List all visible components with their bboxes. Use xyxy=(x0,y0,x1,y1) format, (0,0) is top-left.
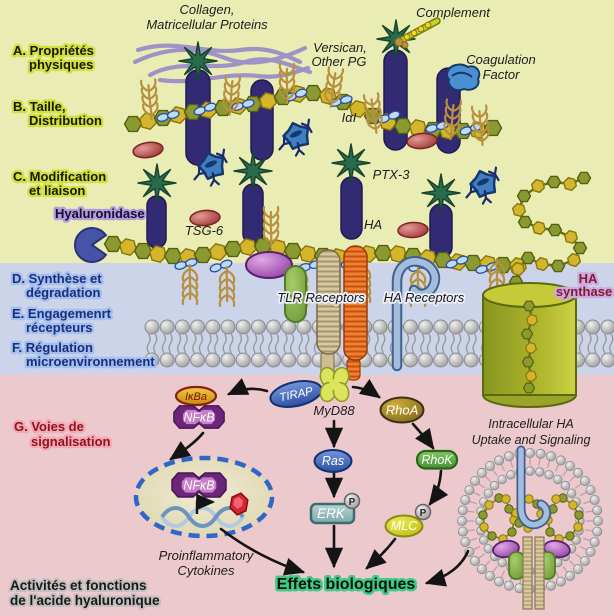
section-d-label: D. Synthèse et xyxy=(12,271,102,286)
coagulation-label2: Factor xyxy=(483,67,521,82)
ha-receptor-hook xyxy=(391,256,441,372)
rhok-box xyxy=(415,449,459,470)
hyaluronidase-enzyme xyxy=(73,227,108,263)
complement-protein xyxy=(394,17,441,49)
section-c-label: C. Modification xyxy=(13,169,106,184)
hyaluronidase-label: Hyaluronidase xyxy=(55,206,145,221)
tsg6-label: TSG-6 xyxy=(185,223,224,238)
rhok-label: RhoK xyxy=(421,453,453,467)
arrow-nfkb-to-nucleus xyxy=(169,431,205,461)
myd88-label: MyD88 xyxy=(313,403,355,418)
nfkb-label: NFκB xyxy=(183,411,214,425)
section-a-label: A. Propriétés xyxy=(13,43,94,58)
section-g-label: G. Voies de xyxy=(14,419,84,434)
section-a-label2: physiques xyxy=(29,57,93,72)
complement-label: Complement xyxy=(416,5,491,20)
section-f-label: F. Régulation xyxy=(12,340,93,355)
arrow-myd88-to-rhoa xyxy=(351,379,381,399)
collagen-label2: Matricellular Proteins xyxy=(146,17,268,32)
ha-label: HA xyxy=(364,217,382,232)
section-e-label: E. Engagemenrt xyxy=(12,306,112,321)
collagen-label: Collagen, xyxy=(180,2,235,17)
intracellular-ha-label2: Uptake and Signaling xyxy=(472,433,591,447)
mlc-ellipse xyxy=(384,514,424,538)
tlr-receptors-label: TLR Receptors xyxy=(277,290,365,305)
transcription-arrow xyxy=(195,493,216,514)
receptor-purple-ellipse xyxy=(245,251,293,279)
arrow-mlc-to-effects xyxy=(365,537,397,570)
section-d-label2: dégradation xyxy=(26,285,100,300)
versican-label: Versican, xyxy=(313,40,367,55)
iai-label: IαI xyxy=(342,110,357,125)
arrow-endosome-to-effects xyxy=(424,549,470,587)
ptx3-label: PTX-3 xyxy=(373,167,411,182)
intracellular-ha-label: Intracellular HA xyxy=(488,417,573,431)
ha-synthase-label: HA xyxy=(579,271,598,286)
figure-title: Activités et fonctions xyxy=(10,578,147,593)
tlr-receptor-columns xyxy=(316,245,368,381)
section-f-label2: microenvironnement xyxy=(26,354,155,369)
phosphate-icon xyxy=(414,503,432,521)
phosphate-label2: P xyxy=(420,508,427,519)
rhoa-ellipse xyxy=(379,396,425,424)
versican-label2: Other PG xyxy=(312,54,367,69)
arrow-cytokines-to-effects xyxy=(219,527,306,576)
mlc-label: MLC xyxy=(391,519,418,533)
section-b-label2: Distribution xyxy=(29,113,102,128)
tlr-tan-column xyxy=(316,249,341,355)
gene-product-gem xyxy=(229,492,249,516)
signaling-arrows xyxy=(169,378,470,587)
rhoa-label: RhoA xyxy=(386,403,419,418)
proinflammatory-label2: Cytokines xyxy=(177,563,235,578)
coagulation-factor-protein xyxy=(445,63,481,92)
arrow-tirap-to-ikba xyxy=(226,378,269,396)
ikba-label: IκBa xyxy=(185,391,207,403)
arrow-rhok-to-mlc xyxy=(428,469,449,506)
hyaluronan-chains xyxy=(103,62,592,308)
coagulation-label: Coagulation xyxy=(466,52,535,67)
section-e-label2: récepteurs xyxy=(26,320,92,335)
signaling-molecules: TIRAP xyxy=(173,366,459,538)
nfkb-nucleus-label: NFκB xyxy=(183,479,214,493)
ras-label: Ras xyxy=(322,454,344,468)
section-b-label: B. Taille, xyxy=(13,99,66,114)
erk-label: ERK xyxy=(317,506,346,521)
biological-effects-label: Effets biologiques xyxy=(277,576,416,593)
ikba-pill xyxy=(174,385,218,407)
nucleus xyxy=(133,455,275,539)
ras-ellipse xyxy=(313,449,353,473)
arrow-rhoa-to-rhok xyxy=(411,422,435,450)
co-receptor-green-capsule xyxy=(284,265,307,323)
phosphate-label: P xyxy=(349,497,356,508)
endosome-tlr-column xyxy=(534,536,545,610)
erk-box xyxy=(309,502,356,525)
section-c-label2: et liaison xyxy=(29,183,85,198)
endosome-tlr-column xyxy=(522,536,533,610)
ha-receptors-label: HA Receptors xyxy=(384,290,465,305)
myd88-clover xyxy=(319,366,350,403)
phosphate-icon xyxy=(343,492,361,510)
text-labels: A. Propriétés physiques B. Taille, Distr… xyxy=(8,2,614,610)
figure-title2: de l'acide hyaluronique xyxy=(10,593,160,608)
core-proteins-and-stars xyxy=(137,19,461,259)
tlr-orange-column xyxy=(343,245,368,361)
endosome-receptors xyxy=(492,445,571,610)
ha-synthase-label2: synthase xyxy=(556,284,612,299)
nascent-ha-chain xyxy=(520,300,538,394)
proinflammatory-label: Proinflammatory xyxy=(159,548,255,563)
section-g-label2: signalisation xyxy=(31,434,111,449)
